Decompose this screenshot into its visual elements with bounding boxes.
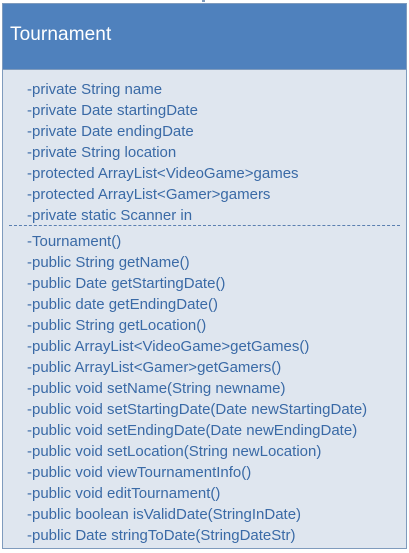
- class-header: Tournament: [3, 4, 406, 70]
- attribute-item: -private String name: [27, 81, 163, 98]
- attribute-item: -private Date startingDate: [27, 102, 198, 119]
- method-item: -public String getName(): [27, 254, 190, 271]
- method-item: -public ArrayList<Gamer>getGamers(): [27, 359, 282, 376]
- uml-class-box: Tournament -private String name -private…: [2, 3, 407, 549]
- method-item: -public Date getStartingDate(): [27, 275, 226, 292]
- attribute-item: -private Date endingDate: [27, 123, 194, 140]
- method-item: -public boolean isValidDate(StringInDate…: [27, 506, 302, 523]
- method-item: -public void viewTournamentInfo(): [27, 464, 252, 481]
- connector-stub: [202, 0, 205, 2]
- section-divider: [9, 225, 400, 226]
- method-item: -public void setStartingDate(Date newSta…: [27, 401, 368, 418]
- method-item: -public void setName(String newname): [27, 380, 286, 397]
- method-item: -Tournament(): [27, 233, 122, 250]
- class-name: Tournament: [10, 24, 112, 45]
- method-item: -public void editTournament(): [27, 485, 221, 502]
- method-item: -public ArrayList<VideoGame>getGames(): [27, 338, 310, 355]
- method-item: -public String getLocation(): [27, 317, 207, 334]
- method-item: -public void setLocation(String newLocat…: [27, 443, 322, 460]
- attribute-item: -protected ArrayList<VideoGame>games: [27, 165, 299, 182]
- methods-section: -Tournament() -public String getName() -…: [3, 226, 406, 546]
- attribute-item: -private String location: [27, 144, 177, 161]
- attributes-section: -private String name -private Date start…: [3, 70, 406, 225]
- method-item: -public void setEndingDate(Date newEndin…: [27, 422, 358, 439]
- attribute-item: -private static Scanner in: [27, 207, 193, 224]
- method-item: -public date getEndingDate(): [27, 296, 218, 313]
- method-item: -public Date stringToDate(StringDateStr): [27, 527, 296, 544]
- attribute-item: -protected ArrayList<Gamer>gamers: [27, 186, 271, 203]
